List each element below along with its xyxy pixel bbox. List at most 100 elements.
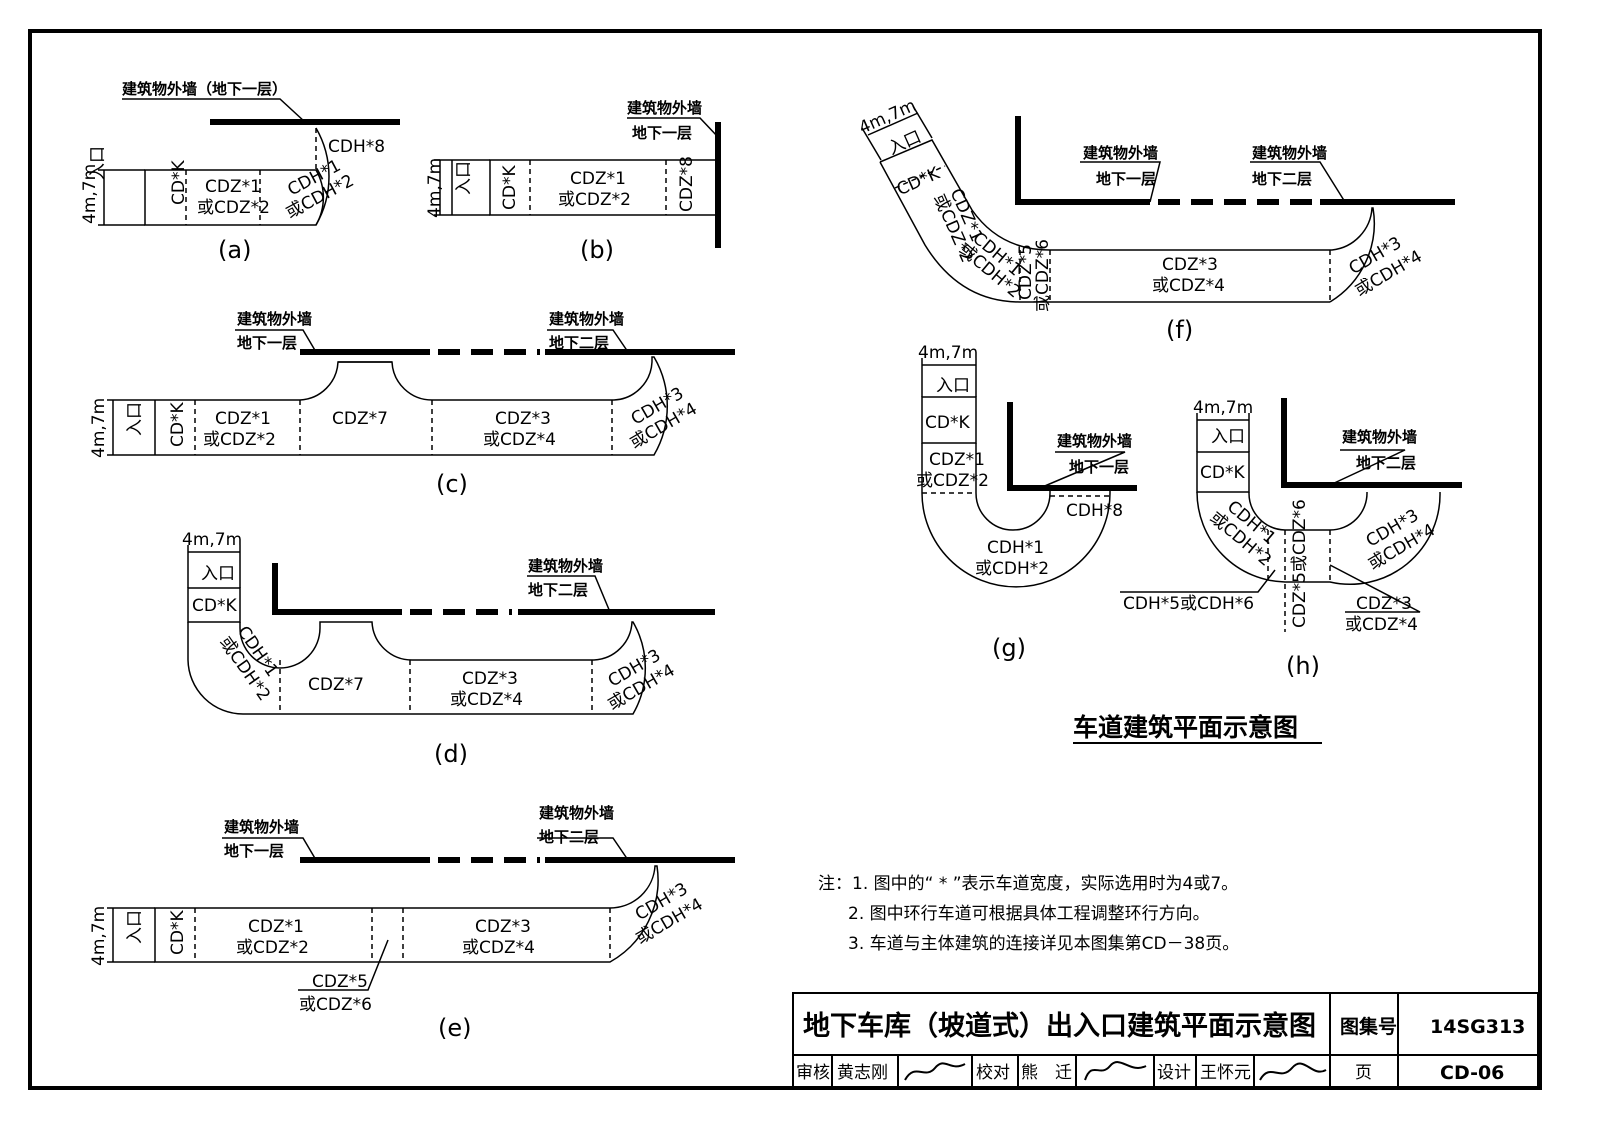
designer-name: 王怀元 [1200,1063,1251,1083]
reviewer-name: 黄志刚 [837,1063,888,1083]
wall-label-d: 建筑物外墙 [528,557,603,575]
figure-b [434,117,721,248]
review-label: 审核 [796,1063,830,1083]
entrance-label-g: 入口 [936,376,970,396]
entrance-label-b: 入口 [454,161,474,195]
cdk-label-d: CD*K [192,596,237,616]
cdh8-label-g: CDH*8 [1066,501,1123,521]
or-cdz4-label-h: 或CDZ*4 [1345,615,1418,635]
checker-name: 熊 迁 [1021,1063,1072,1083]
page-number: CD-06 [1440,1062,1504,1084]
or-cdz2-label-b: 或CDZ*2 [558,190,631,210]
cdz3-label-h: CDZ*3 [1356,594,1412,614]
width-label-c: 4m,7m [89,398,109,458]
title-block [792,992,1539,1088]
figure-g [921,358,1137,588]
or-cdz2-label-c: 或CDZ*2 [203,430,276,450]
caption-f: (f) [1166,316,1193,344]
b2-label-h: 地下二层 [1356,454,1416,472]
cdk-label-e: CD*K [168,910,188,955]
or-cdz4-label-e: 或CDZ*4 [462,938,535,958]
cdh1-label-g: CDH*1 [987,538,1044,558]
reviewer-signature [904,1062,966,1081]
wall-label-e1: 建筑物外墙 [224,818,299,836]
or-cdz2-label-e: 或CDZ*2 [236,938,309,958]
figure-f [861,105,1455,303]
cdz5-label-f: CDZ*5 [1016,244,1036,300]
wall-label-e2: 建筑物外墙 [539,804,614,822]
b2-label-c: 地下二层 [549,334,609,352]
entrance-label-f: 入口 [885,127,924,159]
check-label: 校对 [976,1063,1010,1083]
width-label-g: 4m,7m [918,343,978,363]
note-1: 注：1. 图中的“ * ”表示车道宽度，实际选用时为4或7。 [818,874,1238,894]
figure-d [187,545,715,715]
wall-label-f2: 建筑物外墙 [1252,144,1327,162]
leader-b [627,117,719,138]
entrance-label-e: 入口 [125,910,145,944]
caption-b: (b) [580,236,614,264]
figure-h [1120,398,1462,632]
entrance-label-d: 入口 [201,564,235,584]
wall-label-a: 建筑物外墙（地下一层） [122,80,287,98]
caption-c: (c) [436,470,468,498]
cdh8-label-a: CDH*8 [328,137,385,157]
cdz7-label-c: CDZ*7 [332,409,388,429]
cdz3-label-f: CDZ*3 [1162,255,1218,275]
wall-label-f1: 建筑物外墙 [1083,144,1158,162]
or-cdz2-label-g: 或CDZ*2 [916,471,989,491]
b2-label-e: 地下二层 [539,828,599,846]
cdh5-or-cdh6-label-h: CDH*5或CDH*6 [1123,594,1254,614]
cdz5-label-e: CDZ*5 [312,972,368,992]
note-3: 3. 车道与主体建筑的连接详见本图集第CD－38页。 [848,934,1239,954]
cdz3-label-d: CDZ*3 [462,669,518,689]
cdz1-label-c: CDZ*1 [215,409,271,429]
b1-label-e: 地下一层 [224,842,284,860]
cdk-label-c: CD*K [168,402,188,447]
cdz5-or-cdz6-label-h: CDZ*5或CDZ*6 [1290,499,1310,628]
cdz8-label-b: CDZ*8 [677,156,697,212]
or-cdh2-label-g: 或CDH*2 [975,559,1049,579]
figure-e [107,837,735,991]
or-cdz2-label-a: 或CDZ*2 [197,198,270,218]
entrance-label-a: 入口 [88,146,108,180]
or-cdz6-label-e: 或CDZ*6 [299,995,372,1015]
b2-label-f: 地下二层 [1252,170,1312,188]
design-label: 设计 [1157,1063,1191,1083]
cdz7-label-d: CDZ*7 [308,675,364,695]
cdz1-label-a: CDZ*1 [205,177,261,197]
figure-title: 车道建筑平面示意图 [1073,713,1298,742]
or-cdz4-label-c: 或CDZ*4 [483,430,556,450]
leader-a [122,98,306,123]
width-label-h: 4m,7m [1193,398,1253,418]
b1-label-c: 地下一层 [237,334,297,352]
caption-g: (g) [992,634,1026,662]
ramp-outline-b [489,159,719,216]
cdz3-label-e: CDZ*3 [475,917,531,937]
width-label-a: 4m,7m [80,164,100,224]
or-cdz4-label-f: 或CDZ*4 [1152,276,1225,296]
figure-a [98,98,400,226]
caption-h: (h) [1286,652,1320,680]
b1-label-f: 地下一层 [1096,170,1156,188]
cdk-label-a: CD*K [169,160,189,205]
b2-label-d: 地下二层 [528,581,588,599]
note-2: 2. 图中环行车道可根据具体工程调整环行方向。 [848,904,1210,924]
page-label: 页 [1355,1063,1372,1083]
cdz1-label-b: CDZ*1 [570,169,626,189]
caption-d: (d) [434,740,468,768]
or-cdz6-label-f: 或CDZ*6 [1033,239,1053,312]
entrance-label-c: 入口 [125,402,145,436]
width-label-d: 4m,7m [182,530,242,550]
cdz1-label-e: CDZ*1 [248,917,304,937]
b1-label-b: 地下一层 [632,124,692,142]
or-cdz4-label-d: 或CDZ*4 [450,690,523,710]
width-label-e: 4m,7m [89,906,109,966]
drawing-title: 地下车库（坡道式）出入口建筑平面示意图 [803,1010,1316,1042]
caption-a: (a) [218,236,251,264]
checker-signature [1084,1061,1147,1081]
atlas-number: 14SG313 [1430,1016,1525,1038]
cdz3-label-c: CDZ*3 [495,409,551,429]
